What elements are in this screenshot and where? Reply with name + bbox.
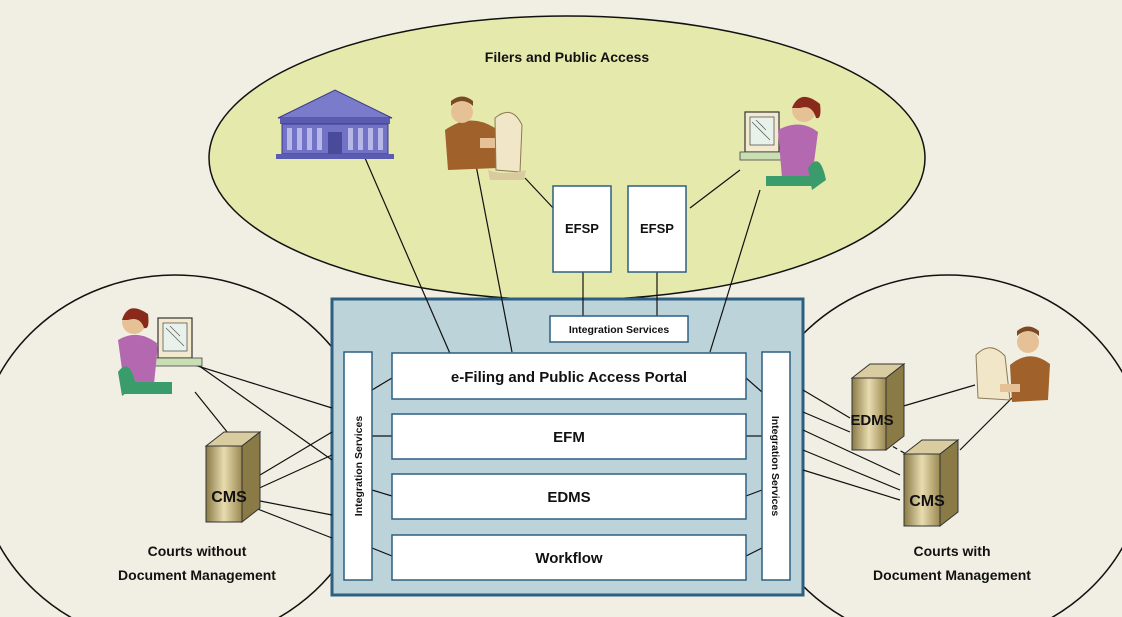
workflow-label: Workflow [535, 550, 603, 567]
cms-left-label: CMS [211, 489, 247, 506]
workflow-layer [391, 534, 747, 581]
edms-server-label: EDMS [850, 412, 893, 429]
connector-lines [171, 157, 1016, 557]
efm-label: EFM [553, 429, 585, 446]
edms-server-icon [850, 362, 906, 452]
cms-server-left-icon [204, 430, 262, 524]
courts-with-dm-label-line2: Document Management [873, 567, 1031, 583]
courthouse-icon [276, 89, 394, 159]
efsp-label-2: EFSP [640, 221, 674, 236]
person-at-computer-top-right-icon [739, 96, 826, 190]
cms-server-right-icon [902, 438, 960, 528]
efsp-label-1: EFSP [565, 221, 599, 236]
portal-layer [391, 352, 747, 400]
person-at-computer-top-left-icon [445, 96, 526, 180]
portal-label: e-Filing and Public Access Portal [451, 369, 687, 386]
integration-services-left-label: Integration Services [353, 416, 365, 517]
integration-services-top [549, 315, 689, 343]
person-at-computer-right-icon [975, 326, 1050, 402]
integration-services-right-label: Integration Services [769, 416, 781, 517]
person-at-computer-left-icon [118, 308, 203, 396]
courts-without-dm-label-line1: Courts without [148, 543, 247, 559]
courts-without-dm-label-line2: Document Management [118, 567, 276, 583]
filers-public-access-title: Filers and Public Access [485, 49, 650, 65]
efsp-box-2 [627, 185, 687, 273]
efm-layer [391, 413, 747, 460]
integration-services-top-label: Integration Services [569, 324, 670, 336]
cms-right-label: CMS [909, 493, 945, 510]
integration-services-right [761, 351, 791, 581]
edms-layer [391, 473, 747, 520]
edms-layer-label: EDMS [547, 489, 590, 506]
efsp-box-1 [552, 185, 612, 273]
courts-with-dm-label-line1: Courts with [914, 543, 991, 559]
integration-services-left [343, 351, 373, 581]
